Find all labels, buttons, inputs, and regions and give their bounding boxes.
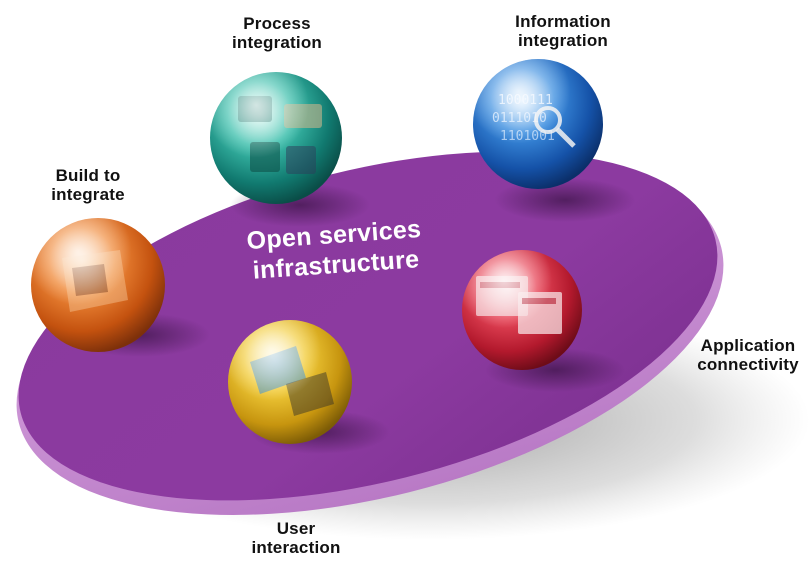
label-application-connectivity: Application connectivity bbox=[688, 336, 808, 374]
label-information-line1: Information bbox=[515, 12, 611, 31]
label-process-integration: Process integration bbox=[222, 14, 332, 52]
label-process-line2: integration bbox=[231, 33, 323, 52]
information-integration-sphere: 1000111 0111010 1101001 bbox=[473, 59, 603, 189]
application-connectivity-sphere bbox=[462, 250, 582, 370]
label-information-integration: Information integration bbox=[498, 12, 628, 50]
platform-disc bbox=[18, 151, 718, 501]
label-build-to-integrate: Build to integrate bbox=[38, 166, 138, 204]
sphere-shadow bbox=[495, 178, 635, 222]
user-interaction-sphere bbox=[228, 320, 352, 444]
label-user-line1: User bbox=[276, 519, 316, 538]
label-user-line2: interaction bbox=[251, 538, 341, 557]
process-integration-sphere bbox=[210, 72, 342, 204]
build-to-integrate-sphere bbox=[31, 218, 165, 352]
label-information-line2: integration bbox=[517, 31, 609, 50]
label-user-interaction: User interaction bbox=[236, 519, 356, 557]
label-application-line2: connectivity bbox=[697, 355, 799, 374]
label-application-line1: Application bbox=[700, 336, 796, 355]
label-process-line1: Process bbox=[243, 14, 311, 33]
label-build-line2: integrate bbox=[51, 185, 125, 204]
label-build-line1: Build to bbox=[55, 166, 121, 185]
